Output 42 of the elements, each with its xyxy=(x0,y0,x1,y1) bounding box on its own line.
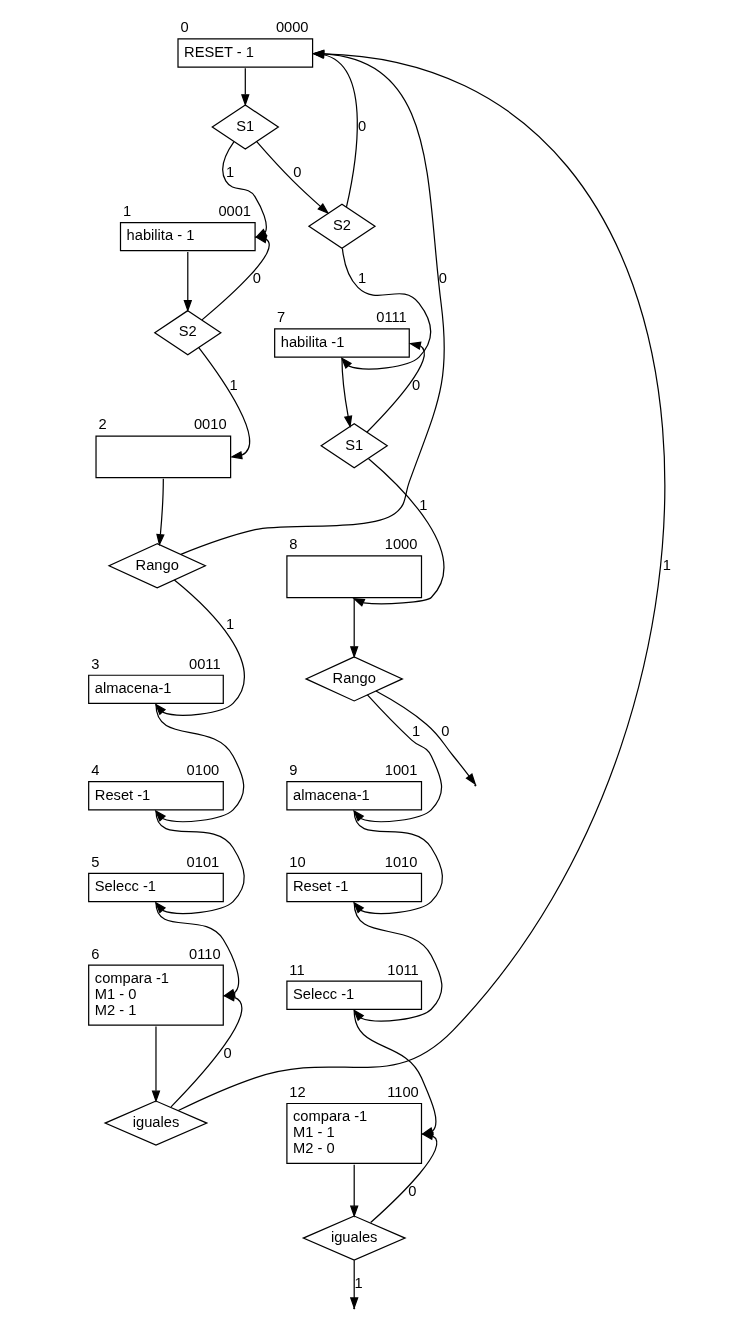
edge-label: 1 xyxy=(357,270,366,287)
edge-label: 1 xyxy=(225,616,234,633)
edge-label: 0 xyxy=(411,376,420,393)
node-label: 0100 xyxy=(186,762,219,779)
node-label: 6 xyxy=(90,945,99,962)
node-label: 1 xyxy=(122,202,131,219)
node-label: 1000 xyxy=(384,536,417,553)
edge-label: 0 xyxy=(407,1183,416,1199)
edge-label: 0 xyxy=(438,270,447,287)
node-label: 10 xyxy=(288,853,306,870)
edge-label: 1 xyxy=(418,496,427,513)
edge-label: 0 xyxy=(252,270,261,287)
node-label: 1001 xyxy=(384,762,417,779)
node-label: 8 xyxy=(288,536,298,553)
edge-label: 0 xyxy=(357,117,366,134)
node-label: 0000 xyxy=(275,19,309,36)
node-label: 12 xyxy=(288,1083,306,1100)
node-label: 0101 xyxy=(186,853,219,870)
node-label: 11 xyxy=(288,961,305,978)
node-label: 7 xyxy=(276,309,285,326)
node-label: 1011 xyxy=(386,961,419,978)
edge-label: 1 xyxy=(353,1274,363,1291)
edge-label: 1 xyxy=(225,163,234,180)
edge-label: 1 xyxy=(662,556,671,573)
edge-label: 1 xyxy=(229,376,238,393)
node-label: 3 xyxy=(90,655,99,672)
node-label: 0001 xyxy=(217,202,251,219)
node-label: 9 xyxy=(288,762,298,779)
node-label: 0 xyxy=(179,19,189,36)
node-label: 1010 xyxy=(384,853,417,870)
edge-label: 0 xyxy=(292,163,301,180)
node-label: 5 xyxy=(90,853,99,870)
node-label: 2 xyxy=(97,416,107,433)
edge-label: 1 xyxy=(411,722,420,739)
node-label: 0010 xyxy=(193,416,227,433)
node-label: 1100 xyxy=(386,1083,419,1100)
edge-label: 0 xyxy=(222,1044,232,1061)
edge-label: 0 xyxy=(440,722,449,739)
node-label: 4 xyxy=(90,762,99,779)
node-label: 0011 xyxy=(188,655,221,672)
node-label: 0111 xyxy=(375,309,407,326)
node-label: 0110 xyxy=(188,945,221,962)
